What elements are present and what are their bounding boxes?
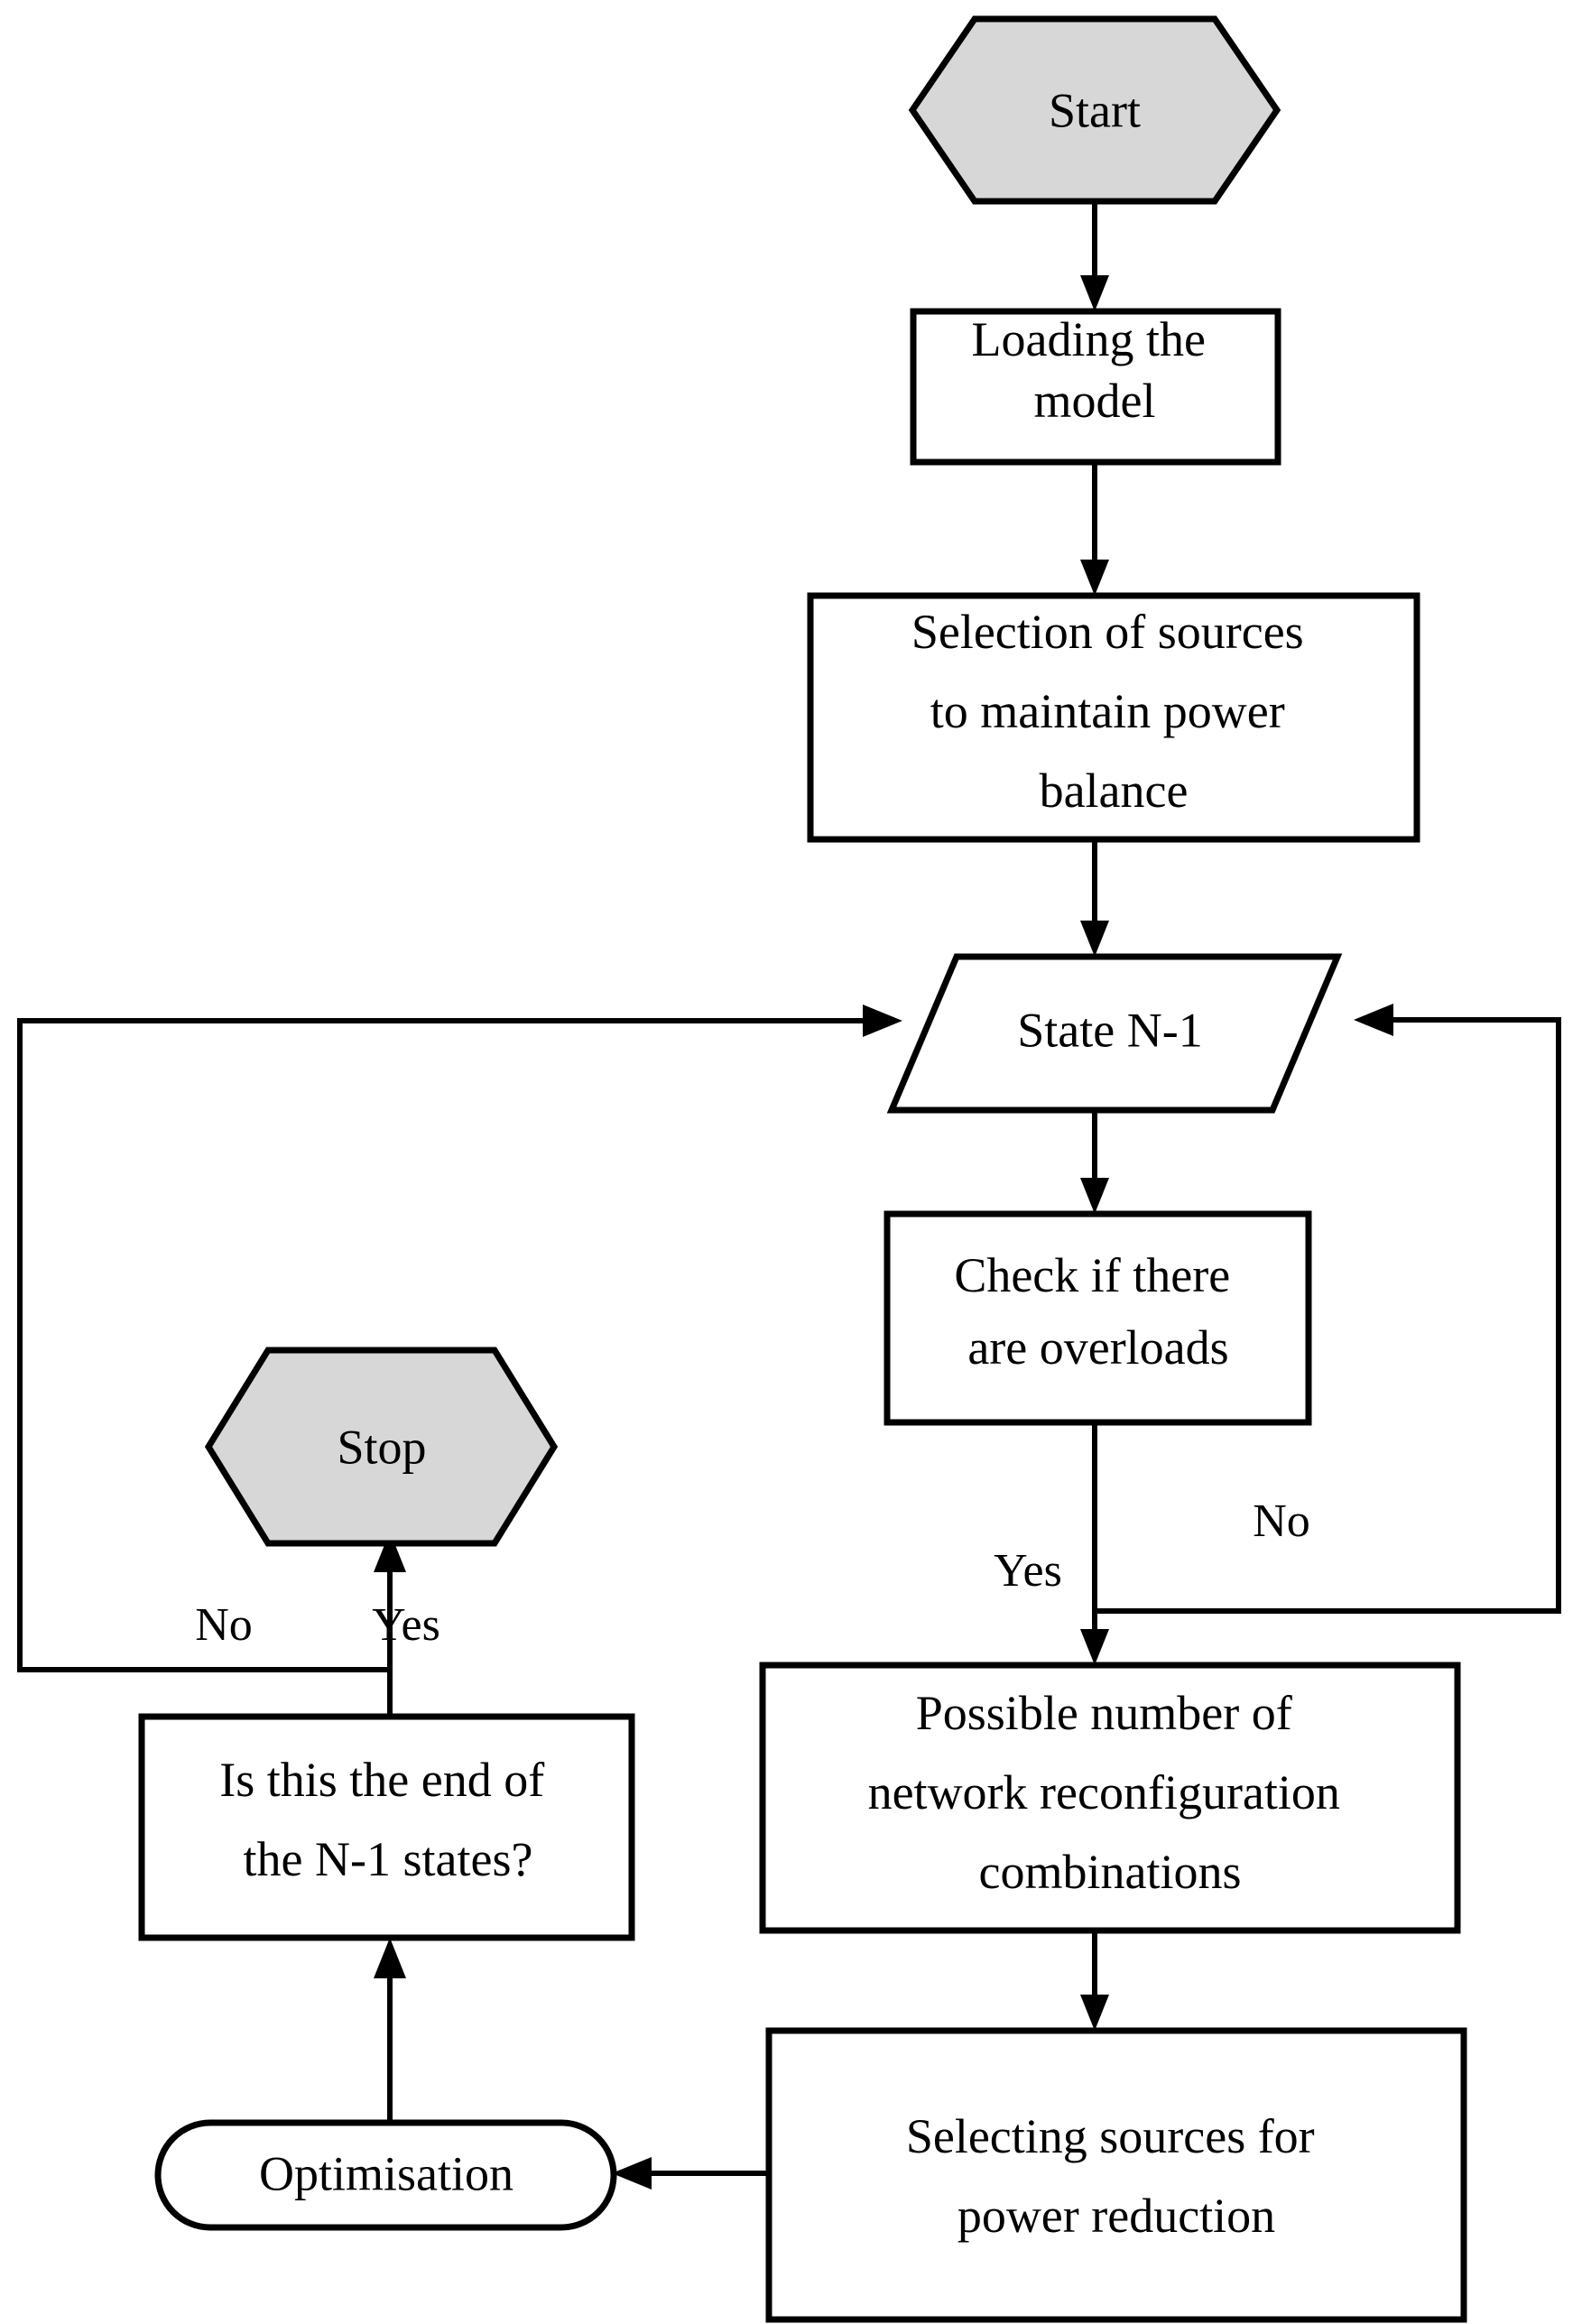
node-optimisation[interactable]: Optimisation	[154, 2119, 617, 2231]
line-2: the N-1 states?	[244, 1832, 533, 1886]
line-1: Selecting sources for	[906, 2109, 1315, 2163]
node-start[interactable]: Start	[908, 15, 1281, 205]
node-check-overloads[interactable]: Check if there are overloads	[884, 1210, 1312, 1426]
line-2: power reduction	[958, 2189, 1275, 2243]
node-possible-combinations-label: Possible number of network reconfigurati…	[868, 1686, 1353, 1899]
edge-label-overloads-no: No	[1253, 1495, 1310, 1547]
node-check-overloads-label: Check if there are overloads	[954, 1248, 1242, 1375]
node-optimisation-label: Optimisation	[259, 2146, 513, 2200]
line-2: network reconfiguration	[868, 1765, 1340, 1819]
edge-selection-to-state	[1080, 839, 1109, 957]
edge-selecting-to-optimisation	[612, 2157, 769, 2190]
node-selecting-sources-label: Selecting sources for power reduction	[906, 2109, 1327, 2243]
edge-label-overloads-yes: Yes	[994, 1545, 1062, 1597]
node-selection-sources[interactable]: Selection of sources to maintain power b…	[807, 592, 1420, 843]
edge-check-no-to-state	[1095, 1004, 1561, 1614]
node-selection-sources-label: Selection of sources to maintain power b…	[911, 605, 1316, 818]
line-2: are overloads	[967, 1320, 1228, 1375]
line-1: Is this the end of	[219, 1753, 544, 1807]
node-selecting-sources[interactable]: Selecting sources for power reduction	[765, 2027, 1467, 2323]
node-stop-label: Stop	[337, 1420, 426, 1474]
line-1: Selection of sources	[911, 605, 1304, 659]
node-loading-model[interactable]: Loading the model	[910, 308, 1281, 466]
node-end-of-states-label: Is this the end of the N-1 states?	[219, 1753, 556, 1886]
edge-state-to-check	[1080, 1110, 1109, 1214]
node-state-n1[interactable]: State N-1	[886, 953, 1343, 1114]
line-3: combinations	[979, 1845, 1242, 1899]
line-2: model	[1034, 374, 1156, 428]
edge-endstates-no-to-state	[17, 1005, 902, 1672]
node-state-n1-label: State N-1	[1017, 1003, 1202, 1057]
node-stop[interactable]: Stop	[204, 1347, 559, 1547]
node-loading-model-label: Loading the model	[972, 312, 1218, 428]
edge-loading-to-selection	[1080, 461, 1109, 596]
edge-optimisation-to-endstates	[374, 1938, 406, 2123]
edge-label-endstates-no: No	[195, 1599, 253, 1651]
node-end-of-states[interactable]: Is this the end of the N-1 states?	[138, 1713, 635, 1941]
node-possible-combinations[interactable]: Possible number of network reconfigurati…	[759, 1662, 1461, 1934]
edge-label-endstates-yes: Yes	[372, 1599, 440, 1651]
node-start-label: Start	[1049, 83, 1141, 137]
edge-check-yes-to-combinations	[1080, 1422, 1109, 1665]
line-1: Loading the	[972, 312, 1206, 366]
line-3: balance	[1040, 764, 1189, 818]
line-1: Check if there	[954, 1248, 1230, 1302]
line-2: to maintain power	[930, 684, 1285, 738]
line-1: Possible number of	[916, 1686, 1292, 1740]
edge-start-to-loading	[1080, 201, 1109, 311]
edge-endstates-yes-to-stop	[374, 1532, 406, 1717]
edge-combinations-to-selecting	[1080, 1930, 1109, 2031]
